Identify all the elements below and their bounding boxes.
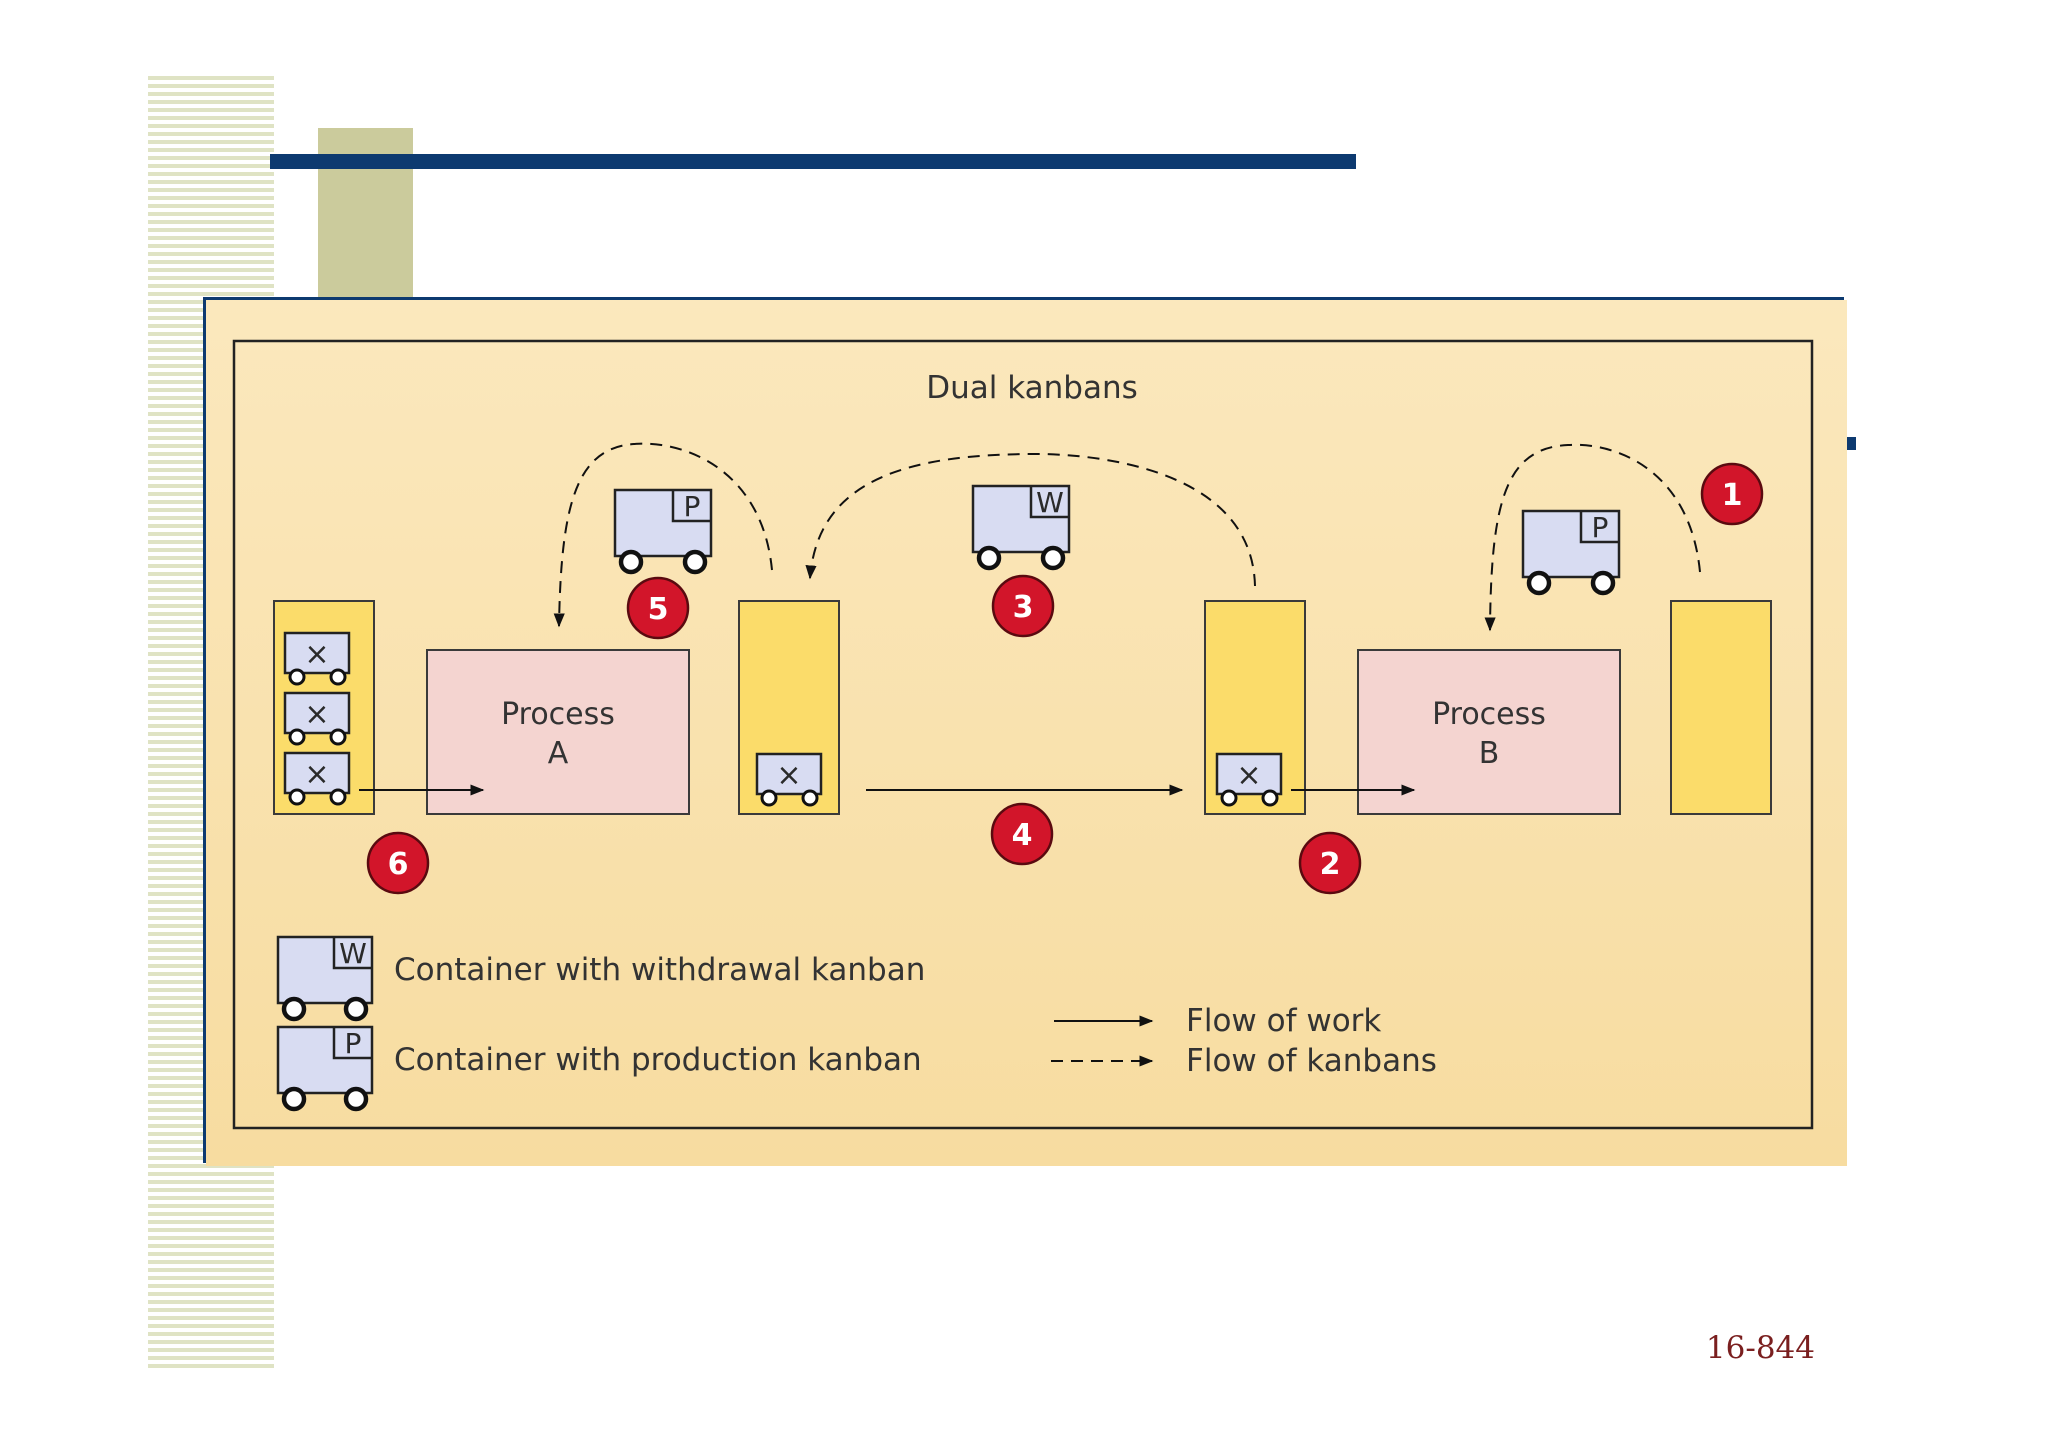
title-rule [270,154,1356,169]
legend-work-flow-text: Flow of work [1186,1003,1381,1039]
step-badge-2: 2 [1298,831,1362,895]
svg-text:3: 3 [1013,590,1034,625]
svg-text:2: 2 [1320,847,1341,882]
x-container-output-a: × [755,752,823,807]
svg-text:×: × [304,757,329,792]
withdrawal-kanban-container: W [971,484,1071,571]
legend-kanban-flow-text: Flow of kanbans [1186,1043,1437,1079]
legend-production-icon: P [276,1025,374,1112]
svg-text:5: 5 [648,592,669,627]
inner-frame [232,339,1814,1130]
production-kanban-container-b: P [1521,509,1621,596]
diagram-title: Dual kanbans [926,370,1138,406]
page-number: 16-844 [1705,1330,1815,1366]
svg-text:P: P [345,1027,362,1060]
x-container-stack-1: × [283,631,351,686]
svg-text:W: W [1036,486,1064,519]
svg-text:4: 4 [1012,818,1033,853]
svg-text:P: P [1592,511,1609,544]
legend-withdrawal-text: Container with withdrawal kanban [394,952,925,988]
x-container-stack-3: × [283,751,351,806]
process-a-letter: A [548,736,569,771]
svg-text:×: × [1236,758,1261,793]
step-badge-5: 5 [626,576,690,640]
svg-text:×: × [304,697,329,732]
svg-text:1: 1 [1722,478,1743,513]
process-a-label: Process [501,697,615,732]
process-b-label: Process [1432,697,1546,732]
legend-withdrawal-icon: W [276,935,374,1022]
svg-text:×: × [304,637,329,672]
kanban-flow-arc-b [1484,443,1701,632]
step-badge-6: 6 [366,831,430,895]
dual-kanban-figure: Dual kanbans Process A Process B × × × ×… [203,297,1847,1166]
svg-text:P: P [684,490,701,523]
x-container-input-b: × [1215,752,1283,807]
output-buffer-b [1670,600,1772,815]
process-b-letter: B [1479,736,1500,771]
legend-production-text: Container with production kanban [394,1042,922,1078]
svg-text:W: W [339,937,367,970]
kanban-flow-arc-withdrawal [805,452,1256,587]
svg-text:6: 6 [388,847,409,882]
x-container-stack-2: × [283,691,351,746]
step-badge-3: 3 [991,574,1055,638]
step-badge-1: 1 [1700,462,1764,526]
svg-text:×: × [776,758,801,793]
step-badge-4: 4 [990,802,1054,866]
kanban-flow-arc-a [553,442,773,628]
production-kanban-container-a: P [613,488,713,575]
